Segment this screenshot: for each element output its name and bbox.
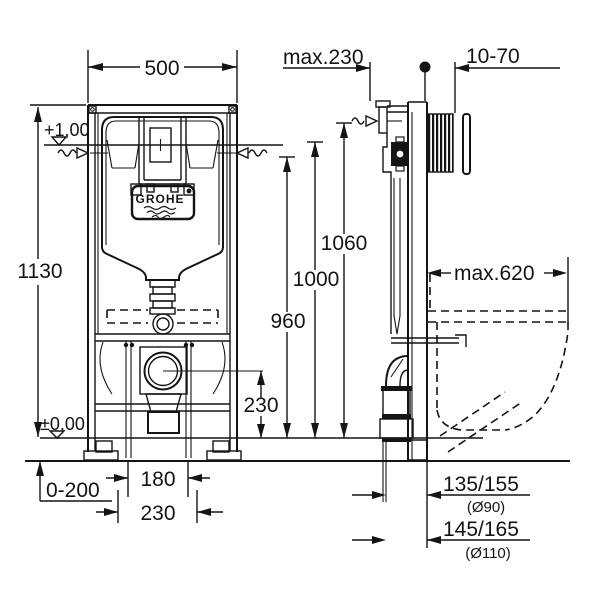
flush-pipe	[149, 279, 176, 335]
upper-level-label-group: +1,00	[44, 120, 90, 140]
dim-drain-offsets: 135/155 (Ø90) 145/165 (Ø110)	[352, 460, 530, 562]
dim-230-front-label: 230	[140, 502, 175, 525]
guide-arc-left	[99, 341, 113, 395]
dim-1130: 1130	[17, 104, 86, 437]
grohe-logo-text: GROHE	[135, 192, 184, 206]
floor-level-mark	[48, 430, 66, 439]
level-triangle-upper	[50, 136, 68, 147]
dim-180: 180	[106, 462, 210, 497]
dim-10-70: 10-70	[454, 45, 560, 113]
trademark-dot	[186, 188, 192, 194]
dim-960-label: 960	[270, 310, 305, 333]
tank-inner-walls	[106, 139, 219, 169]
dim-230-outlet-label: 230	[243, 394, 278, 417]
actuation-plate	[462, 113, 471, 175]
dim-1130-label: 1130	[17, 260, 62, 283]
drain-elbow	[379, 355, 414, 502]
dim-d110-label: (Ø110)	[465, 545, 511, 562]
frame-front-reference	[419, 61, 431, 101]
water-inlet-arrow-right	[235, 146, 249, 160]
upper-level-mark	[44, 136, 283, 160]
dim-180-label: 180	[140, 468, 175, 491]
water-inlet-squiggle-side	[351, 117, 365, 125]
mounting-frame	[87, 104, 238, 452]
dim-1000-label: 1000	[293, 268, 340, 291]
flush-plate-housing	[427, 113, 471, 175]
logo-wave-1	[143, 205, 177, 211]
pipe-coupling	[152, 313, 174, 335]
dim-1060-label: 1060	[321, 232, 368, 255]
water-inlet-squiggle-left	[57, 149, 77, 157]
cistern: GROHE	[101, 116, 224, 281]
guide-arc-right	[212, 341, 226, 395]
outlet-bend	[99, 341, 226, 434]
dim-135-155-label: 135/155	[443, 473, 519, 496]
logo-wave-2	[146, 210, 176, 215]
dim-230-front: 230	[96, 490, 223, 525]
floor-level-label-group: ±0,00	[40, 414, 85, 434]
dim-0-200: 0-200	[36, 461, 112, 502]
level-triangle-floor	[48, 430, 66, 439]
grohe-logo: GROHE	[130, 184, 196, 221]
dim-d90-label: (Ø90)	[467, 499, 505, 516]
dim-max230: max.230	[283, 46, 371, 101]
floor-level-label: ±0,00	[40, 414, 85, 434]
dim-230-outlet: 230	[163, 370, 279, 438]
side-frame-profile	[382, 133, 409, 335]
corner-bracket-right	[228, 105, 237, 114]
mounting-rods	[123, 341, 195, 458]
dim-500-label: 500	[144, 57, 179, 80]
dim-145-165-label: 145/165	[443, 518, 519, 541]
dim-0-200-label: 0-200	[46, 479, 100, 502]
logo-wave-3	[151, 214, 171, 220]
inlet-flange	[351, 100, 408, 134]
dim-max620: max.620	[427, 257, 569, 323]
dim-1000: 1000	[293, 141, 340, 438]
support-feet	[83, 440, 242, 461]
crossbars	[95, 333, 230, 412]
reference-dot	[419, 61, 431, 73]
dim-960: 960	[270, 156, 306, 438]
water-inlet-squiggle-right	[248, 149, 268, 157]
wc-fixing-rod	[391, 334, 467, 347]
dim-max230-label: max.230	[283, 46, 364, 69]
wc-bowl-outline	[428, 274, 569, 453]
inspection-shaft	[138, 117, 187, 185]
front-view: GROHE	[44, 104, 283, 461]
mounting-plate-dashed	[106, 309, 219, 324]
dim-500: 500	[87, 50, 238, 103]
bracket-screw	[395, 149, 405, 159]
drain-socket	[147, 411, 180, 434]
upper-level-label: +1,00	[44, 120, 90, 140]
side-view	[351, 100, 569, 502]
side-frame-rail	[407, 101, 428, 461]
water-inlet-arrow-side	[365, 114, 379, 128]
dim-1060: 1060	[321, 122, 368, 438]
water-inlet-arrow-left	[76, 146, 90, 160]
dim-max620-label: max.620	[454, 262, 535, 285]
dim-10-70-label: 10-70	[466, 45, 520, 68]
corner-bracket-left	[88, 105, 97, 114]
